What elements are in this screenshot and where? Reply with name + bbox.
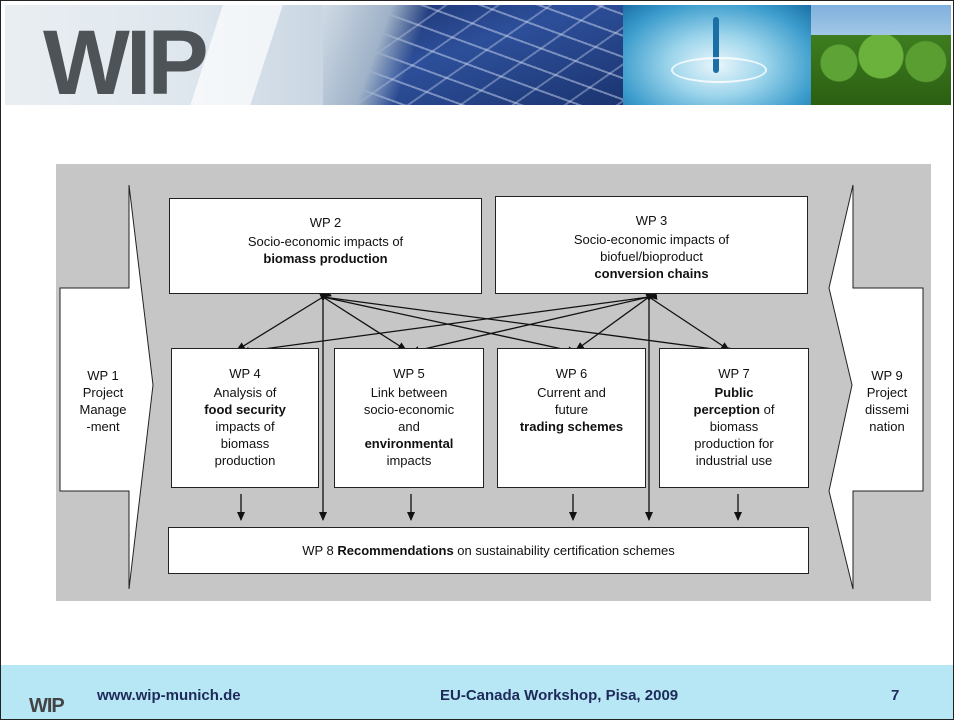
wp1-label: WP 1 Project Manage -ment [69, 367, 137, 435]
arrow-wp3-wp6 [575, 296, 650, 351]
wp8-box: WP 8 Recommendations on sustainability c… [168, 527, 809, 574]
footer-logo: WIP [29, 695, 65, 717]
wp9-label: WP 9 Project dissemi nation [851, 367, 923, 435]
water-drop-icon [713, 17, 719, 73]
wp1-line: -ment [86, 419, 120, 434]
wp7-text: production for [694, 436, 774, 451]
wp6-box: WP 6 Current and future trading schemes [497, 348, 646, 488]
wp5-text: impacts [386, 453, 432, 468]
logo-panel: WIP [5, 5, 325, 105]
wp7-text: industrial use [695, 453, 773, 468]
wp1-line: Manage [79, 402, 127, 417]
wp5-text: socio-economic [363, 402, 455, 417]
footer-event-title: EU-Canada Workshop, Pisa, 2009 [440, 687, 679, 704]
wp5-number: WP 5 [393, 366, 425, 381]
wp5-text: Link between [370, 385, 448, 400]
wp5-box: WP 5 Link between socio-economic and env… [334, 348, 484, 488]
wp7-text: biomass [709, 419, 759, 434]
wp1-number: WP 1 [87, 368, 119, 383]
wp9-number: WP 9 [871, 368, 903, 383]
solar-panel-image [323, 5, 623, 105]
wp7-bold: perception [693, 402, 760, 417]
water-ripple-decoration [671, 57, 767, 83]
wp4-text: impacts of [215, 419, 275, 434]
wp1-chevron [59, 184, 154, 590]
wp6-text: future [554, 402, 589, 417]
forest-image [811, 5, 951, 105]
wp3-number: WP 3 [635, 213, 668, 228]
wp2-text: Socio-economic impacts of [247, 234, 404, 249]
wp2-bold: biomass production [263, 251, 388, 266]
wp2-number: WP 2 [309, 215, 342, 230]
wp9-chevron [828, 184, 924, 590]
arrow-wp3-wp4 [240, 291, 658, 355]
wp8-number: WP 8 [302, 543, 338, 558]
wp3-text: biofuel/bioproduct [600, 249, 703, 264]
wp1-line: Project [82, 385, 124, 400]
wp8-bold: Recommendations [337, 543, 454, 558]
wp5-text: and [398, 419, 420, 434]
wp6-number: WP 6 [555, 366, 588, 381]
trees-decoration [811, 35, 951, 105]
arrow-wp3-wp5 [410, 296, 650, 355]
wp4-bold: food security [204, 402, 286, 417]
wp7-text-line: perception of [694, 401, 775, 418]
wp3-bold: conversion chains [594, 266, 709, 281]
wp7-text: of [760, 402, 775, 417]
wip-logo: WIP [43, 12, 209, 105]
wp7-box: WP 7 Public perception of biomass produc… [659, 348, 809, 488]
water-drop-image [623, 5, 811, 105]
arrow-wp3-wp7 [648, 296, 730, 351]
wp9-line: dissemi [864, 402, 910, 417]
wp3-text: Socio-economic impacts of [573, 232, 730, 247]
wp3-box: WP 3 Socio-economic impacts of biofuel/b… [495, 196, 808, 294]
wp6-text: Current and [537, 385, 606, 400]
wp4-text: biomass [220, 436, 270, 451]
wp8-text: on sustainability certification schemes [453, 543, 675, 558]
wp9-line: nation [869, 419, 905, 434]
wp4-text: production [214, 453, 276, 468]
wp5-bold: environmental [364, 436, 454, 451]
wp4-number: WP 4 [229, 366, 261, 381]
arrow-wp2-wp5 [322, 296, 407, 351]
wp7-number: WP 7 [718, 366, 750, 381]
page-number: 7 [891, 687, 900, 704]
wp9-line: Project [866, 385, 908, 400]
wp4-text: Analysis of [213, 385, 277, 400]
wp4-box: WP 4 Analysis of food security impacts o… [171, 348, 319, 488]
wp6-bold: trading schemes [519, 419, 624, 434]
footer-bar: WIP www.wip-munich.de EU-Canada Workshop… [1, 665, 953, 719]
wp7-bold: Public [714, 385, 754, 400]
wp2-box: WP 2 Socio-economic impacts of biomass p… [169, 198, 482, 294]
header-banner: WIP [5, 5, 951, 105]
footer-url[interactable]: www.wip-munich.de [97, 687, 241, 704]
